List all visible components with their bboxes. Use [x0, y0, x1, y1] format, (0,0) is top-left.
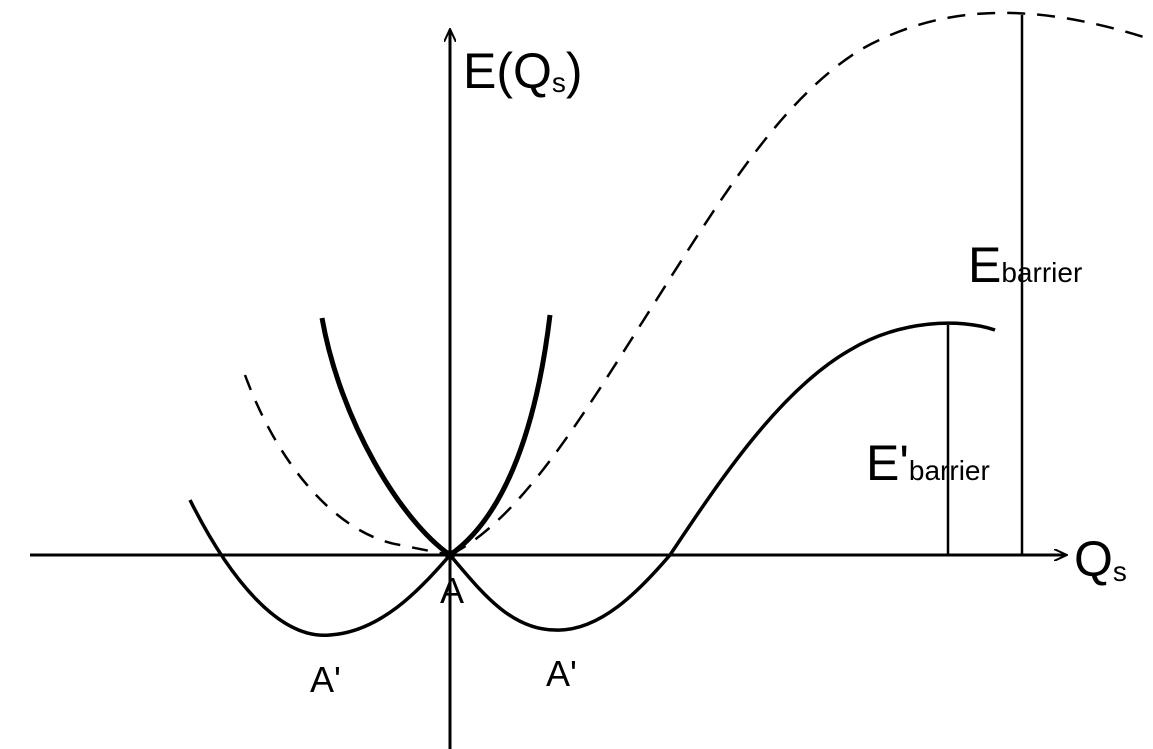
barrier-label: Ebarrier [968, 237, 1082, 293]
minimum-label-left: A' [310, 659, 341, 700]
x-axis-label: Qs [1074, 531, 1127, 587]
dashed-small-parabola-curve [243, 374, 451, 557]
origin-label-a: A [440, 570, 464, 611]
y-axis-label: E(Qs) [463, 43, 583, 99]
minimum-label-right: A' [546, 653, 577, 694]
origin-point [445, 550, 455, 560]
thick-parabola-curve [319, 314, 553, 559]
double-well-curve [188, 321, 996, 637]
barrier-prime-label: E'barrier [866, 435, 990, 491]
dashed-high-barrier-curve [449, 11, 1153, 557]
